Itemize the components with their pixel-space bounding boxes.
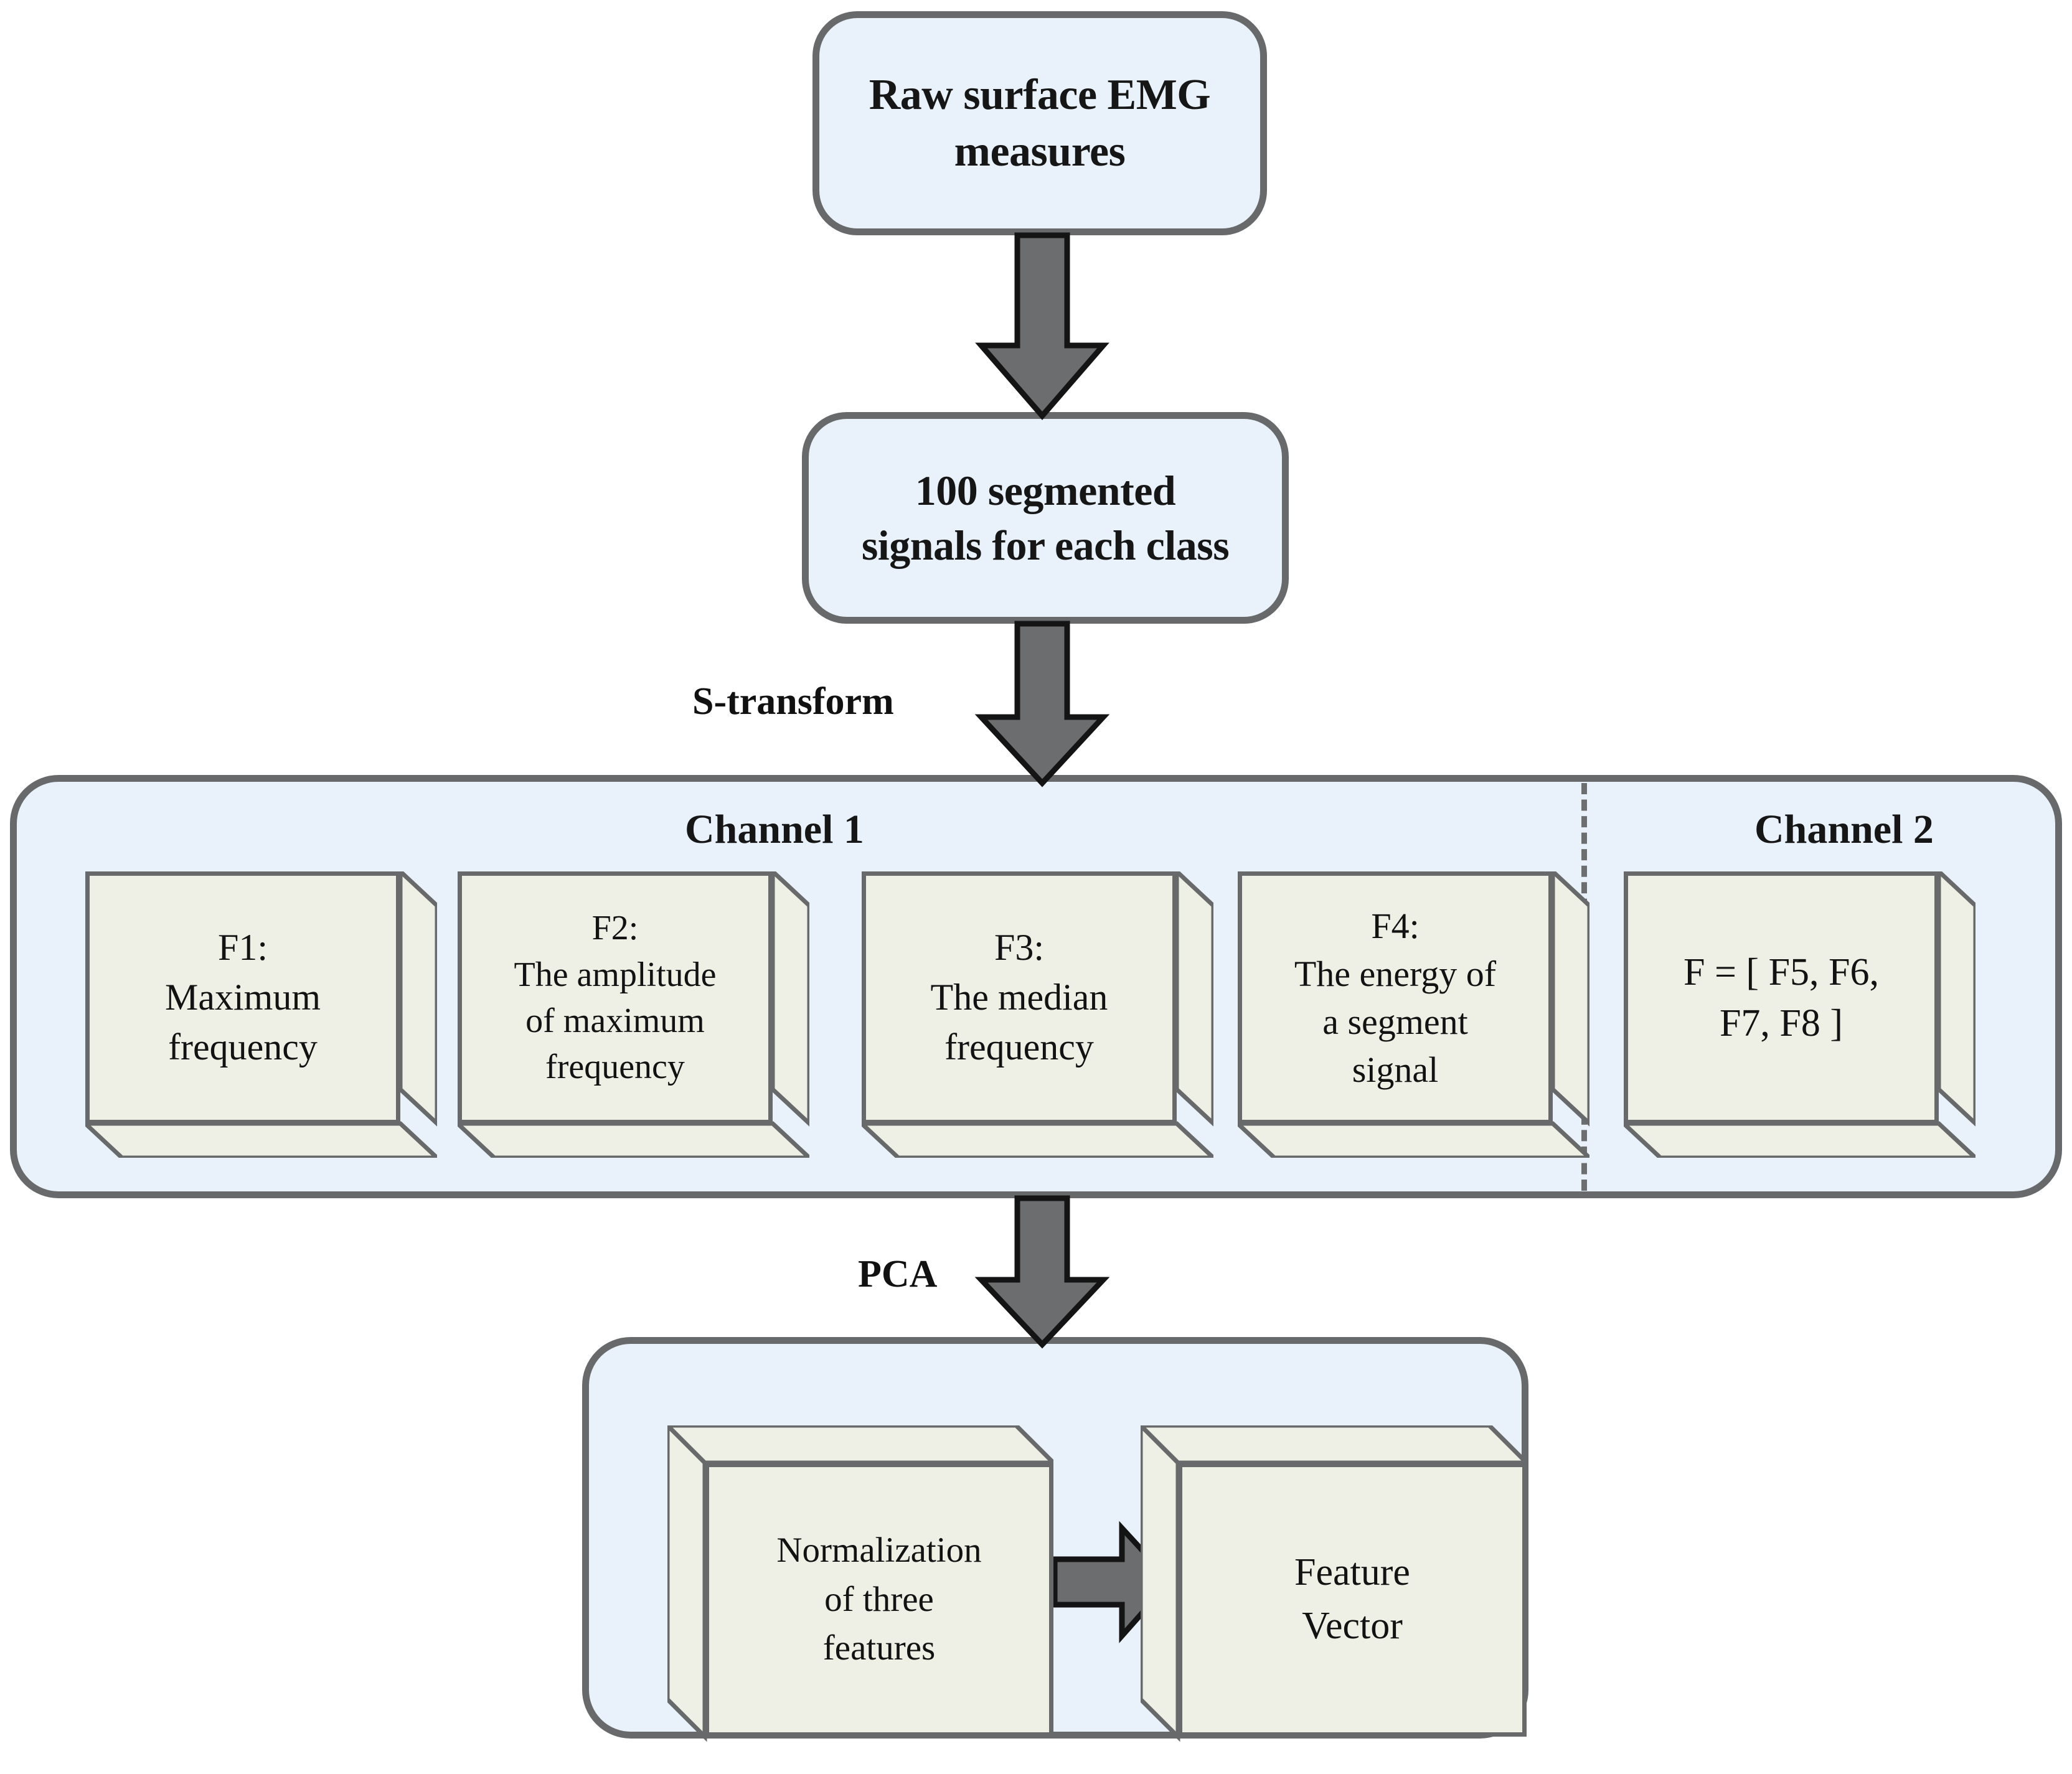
f2-line-3: frequency: [545, 1048, 685, 1087]
feature-box-f1[interactable]: F1: Maximum frequency: [85, 871, 437, 1158]
feature-vector-line-2: Vector: [1302, 1605, 1403, 1647]
segmented-line-2: signals for each class: [861, 522, 1230, 569]
f3-line-2: frequency: [944, 1026, 1094, 1068]
channel2-extrusion: [1624, 871, 1975, 1158]
f1-line-2: frequency: [168, 1026, 318, 1068]
f3-key: F3:: [994, 927, 1045, 969]
feature-box-channel2-text: F = [ F5, F6, F7, F8 ]: [1677, 947, 1885, 1049]
edge-label-s-transform: S-transform: [692, 680, 894, 723]
raw-line-2: measures: [954, 128, 1126, 176]
node-raw-surface-emg-text: Raw surface EMG measures: [869, 67, 1211, 180]
channel2-line-2: F7, F8 ]: [1719, 1002, 1844, 1044]
f2-key: F2:: [591, 909, 639, 948]
channel-2-title: Channel 2: [1754, 807, 1934, 852]
box-feature-vector-text: Feature Vector: [1294, 1546, 1410, 1653]
feature-box-f2-face: F2: The amplitude of maximum frequency: [458, 871, 773, 1124]
box-normalization-of-three-features[interactable]: Normalization of three features: [667, 1425, 1053, 1743]
normalization-extrusion: [667, 1425, 1053, 1742]
feature-box-f2[interactable]: F2: The amplitude of maximum frequency: [458, 871, 809, 1158]
box-normalization-text: Normalization of three features: [776, 1526, 981, 1673]
feature-box-f4[interactable]: F4: The energy of a segment signal: [1238, 871, 1589, 1158]
feature-box-f1-face: F1: Maximum frequency: [85, 871, 400, 1124]
arrow-raw-to-segmented: [975, 232, 1109, 420]
f4-line-3: signal: [1352, 1049, 1439, 1091]
channel-1-title: Channel 1: [685, 807, 864, 852]
normalization-line-1: Normalization: [776, 1531, 982, 1570]
box-feature-vector[interactable]: Feature Vector: [1141, 1425, 1527, 1743]
feature-box-f4-text: F4: The energy of a segment signal: [1288, 902, 1502, 1094]
f2-line-1: The amplitude: [514, 955, 717, 994]
f1-key: F1:: [217, 927, 268, 969]
feature-box-f3-face: F3: The median frequency: [862, 871, 1177, 1124]
f1-line-1: Maximum: [165, 977, 321, 1018]
node-100-segmented-signals[interactable]: 100 segmented signals for each class: [802, 412, 1289, 624]
box-normalization-face: Normalization of three features: [705, 1463, 1053, 1737]
feature-box-f3[interactable]: F3: The median frequency: [862, 871, 1213, 1158]
box-feature-vector-face: Feature Vector: [1178, 1463, 1527, 1737]
arrow-channels-to-pca: [974, 1195, 1110, 1349]
normalization-line-3: features: [822, 1628, 936, 1668]
f2-line-2: of maximum: [525, 1002, 705, 1040]
f4-line-2: a segment: [1322, 1002, 1468, 1042]
f4-line-1: The energy of: [1294, 953, 1497, 994]
feature-box-channel2-face: F = [ F5, F6, F7, F8 ]: [1624, 871, 1939, 1124]
edge-label-pca: PCA: [858, 1253, 938, 1295]
feature-box-channel2-vector[interactable]: F = [ F5, F6, F7, F8 ]: [1624, 871, 1975, 1158]
normalization-line-2: of three: [824, 1579, 934, 1619]
segmented-line-1: 100 segmented: [915, 466, 1176, 514]
feature-box-f3-text: F3: The median frequency: [925, 923, 1114, 1072]
feature-box-f4-face: F4: The energy of a segment signal: [1238, 871, 1553, 1124]
f3-line-1: The median: [930, 977, 1108, 1018]
arrow-segmented-to-channels: [974, 621, 1110, 787]
f4-key: F4:: [1371, 905, 1420, 946]
feature-vector-line-1: Feature: [1294, 1551, 1410, 1594]
node-raw-surface-emg[interactable]: Raw surface EMG measures: [812, 11, 1267, 235]
feature-box-f1-text: F1: Maximum frequency: [159, 923, 327, 1072]
node-100-segmented-signals-text: 100 segmented signals for each class: [861, 463, 1230, 573]
channel2-line-1: F = [ F5, F6,: [1683, 950, 1880, 993]
raw-line-1: Raw surface EMG: [869, 71, 1211, 119]
feature-box-f2-text: F2: The amplitude of maximum frequency: [507, 905, 722, 1091]
